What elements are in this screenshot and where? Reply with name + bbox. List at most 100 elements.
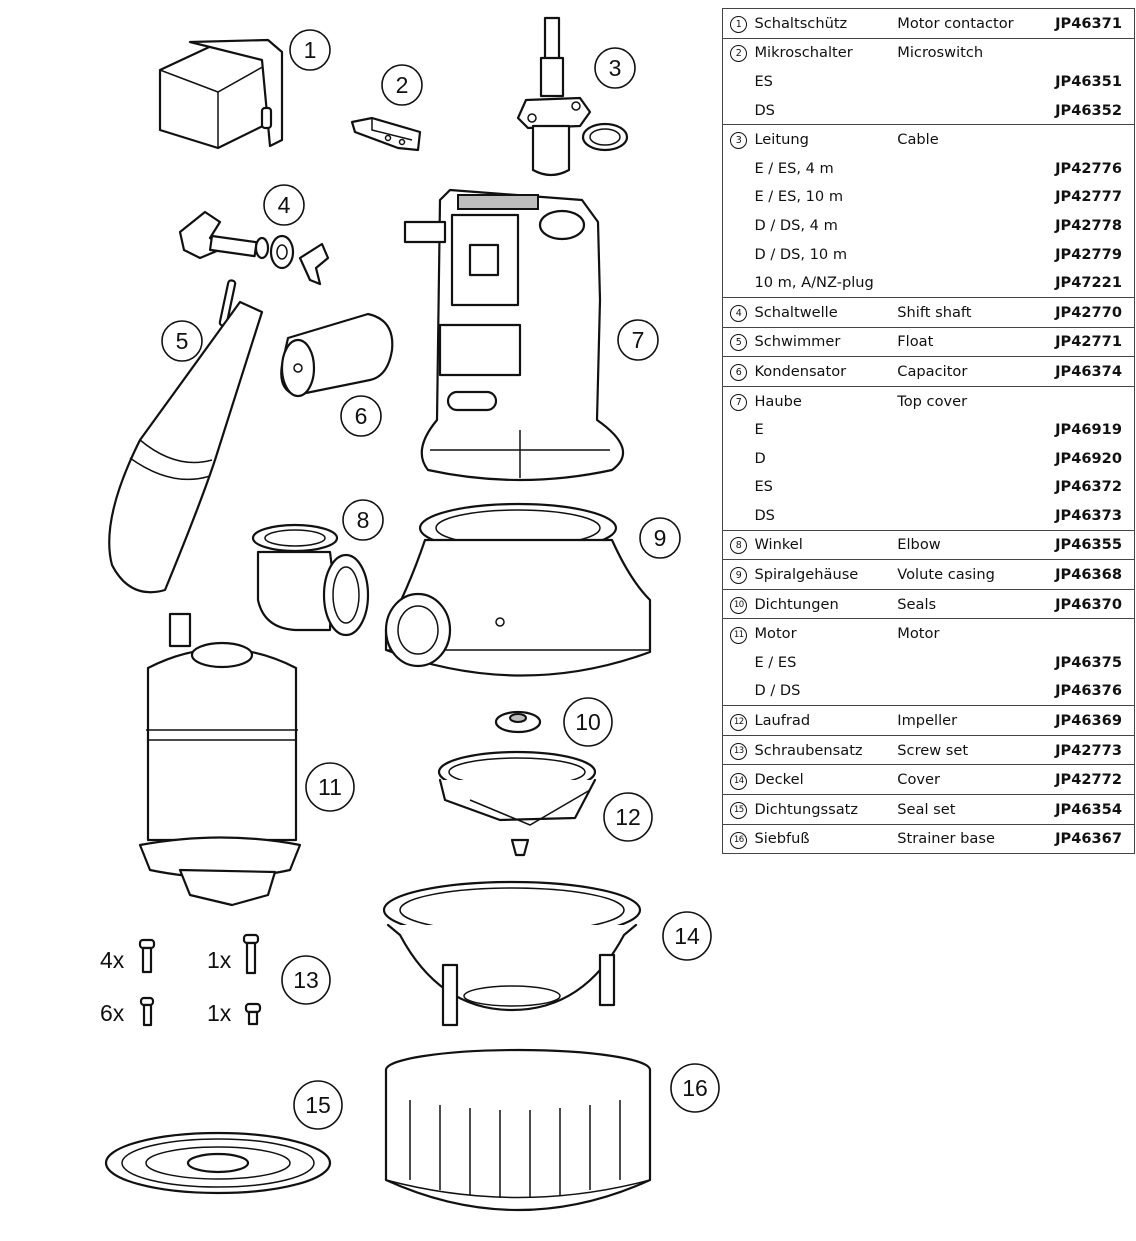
part-impeller — [437, 750, 597, 857]
german-name: Dichtungen — [754, 588, 898, 619]
parts-table-row: D JP46920 — [723, 444, 1135, 473]
english-name: Cable — [897, 124, 1041, 154]
german-name: Schwimmer — [754, 326, 898, 357]
item-number-badge: 7 — [730, 393, 748, 411]
screw-qty-label: 6x — [100, 1000, 125, 1026]
english-name: Motor — [897, 618, 1041, 649]
german-name: Haube — [754, 385, 898, 416]
part-number: JP46374 — [1040, 356, 1135, 387]
part-number: JP42776 — [1055, 159, 1122, 177]
callout-number: 7 — [632, 327, 645, 353]
callout-number: 14 — [674, 923, 700, 949]
part-float — [108, 279, 264, 594]
callout-number: 2 — [396, 72, 409, 98]
german-name: E — [754, 421, 764, 439]
english-name — [897, 677, 1040, 706]
part-seal-set — [104, 1131, 332, 1195]
callout-9: 9 — [639, 517, 681, 559]
callout-number: 4 — [278, 192, 291, 218]
part-number: JP42779 — [1055, 245, 1122, 263]
part-seals — [494, 710, 542, 734]
german-name: D / DS, 10 m — [754, 245, 848, 263]
english-name — [897, 96, 1040, 125]
german-name: E / ES, 4 m — [754, 159, 834, 177]
callout-10: 10 — [563, 697, 613, 747]
item-number-badge: 12 — [730, 713, 748, 731]
german-name: D — [754, 449, 766, 467]
item-number-badge: 16 — [730, 831, 748, 849]
item-number-badge: 10 — [730, 597, 748, 615]
callout-number: 6 — [355, 403, 368, 429]
item-number-badge: 4 — [730, 304, 748, 322]
callout-5: 5 — [161, 320, 203, 362]
item-number-badge: 14 — [730, 772, 748, 790]
part-number: JP46368 — [1040, 559, 1135, 590]
callout-number: 9 — [654, 525, 667, 551]
german-name: Dichtungssatz — [754, 794, 898, 825]
german-name: Schaltwelle — [754, 296, 898, 328]
callout-number: 15 — [305, 1092, 331, 1118]
screw-qty-labels: 4x 1x 6x 1x — [100, 947, 232, 1026]
screw-long — [138, 938, 156, 974]
part-number: JP46373 — [1055, 506, 1122, 524]
callout-number: 12 — [615, 804, 641, 830]
german-name: DS — [754, 506, 775, 524]
callout-3: 3 — [594, 47, 636, 89]
part-number: JP46354 — [1040, 794, 1135, 825]
callout-number: 5 — [176, 328, 189, 354]
german-name: Kondensator — [754, 356, 898, 387]
callout-14: 14 — [662, 911, 712, 961]
english-name: Capacitor — [897, 356, 1041, 387]
item-number-badge: 9 — [730, 567, 748, 585]
part-number: JP46352 — [1055, 101, 1122, 119]
callout-number: 13 — [293, 967, 319, 993]
part-number: JP46920 — [1055, 449, 1122, 467]
german-name: Schaltschütz — [754, 14, 848, 32]
german-name: ES — [754, 72, 773, 90]
callout-1: 1 — [289, 29, 331, 71]
callout-15: 15 — [293, 1080, 343, 1130]
item-number-badge: 1 — [730, 15, 748, 33]
part-number: JP47221 — [1055, 274, 1122, 292]
part-number — [1040, 618, 1135, 649]
english-name — [897, 154, 1040, 183]
callout-8: 8 — [342, 499, 384, 541]
german-name: 10 m, A/NZ-plug — [754, 274, 874, 292]
part-cable — [516, 16, 629, 177]
english-name — [897, 211, 1040, 240]
english-name — [897, 444, 1040, 473]
part-number: JP46371 — [1055, 14, 1122, 32]
english-name — [897, 67, 1040, 96]
callout-13: 13 — [281, 955, 331, 1005]
callout-number: 1 — [304, 37, 317, 63]
part-number: JP42770 — [1040, 296, 1135, 328]
exploded-parts-drawing: 4x 1x 6x 1x 1 2 3 4 5 6 7 8 — [100, 16, 720, 1211]
callout-number: 10 — [575, 709, 601, 735]
item-number-badge: 13 — [730, 743, 748, 761]
english-name: Shift shaft — [897, 296, 1041, 328]
german-name: Laufrad — [754, 705, 898, 736]
callout-7: 7 — [617, 319, 659, 361]
screw-qty-label: 4x — [100, 947, 125, 973]
part-number: JP46372 — [1055, 478, 1122, 496]
english-name: Volute casing — [897, 559, 1041, 590]
english-name — [897, 415, 1040, 444]
part-number: JP42772 — [1040, 764, 1135, 795]
english-name: Cover — [897, 764, 1041, 795]
english-name — [897, 240, 1040, 269]
english-name — [897, 183, 1040, 212]
part-number: JP46351 — [1055, 72, 1122, 90]
screw-short — [244, 1002, 262, 1026]
